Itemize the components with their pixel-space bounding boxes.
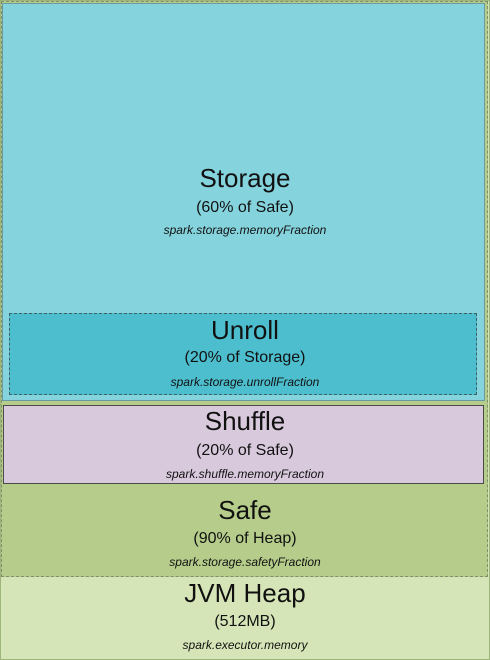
heap-size: (512MB): [214, 613, 276, 630]
shuffle-region: [3, 405, 484, 484]
unroll-region: [9, 313, 477, 395]
unroll-fraction: (20% of Storage): [184, 349, 306, 366]
safe-fraction: (90% of Heap): [193, 530, 297, 547]
shuffle-fraction: (20% of Safe): [196, 442, 294, 459]
heap-property: spark.executor.memory: [182, 638, 308, 652]
storage-property: spark.storage.memoryFraction: [163, 223, 327, 237]
unroll-title: Unroll: [211, 315, 279, 345]
storage-title: Storage: [199, 163, 291, 193]
safe-property: spark.storage.safetyFraction: [169, 555, 321, 569]
heap-title: JVM Heap: [184, 578, 306, 608]
storage-fraction: (60% of Safe): [196, 199, 294, 216]
unroll-property: spark.storage.unrollFraction: [170, 375, 320, 389]
shuffle-title: Shuffle: [204, 406, 286, 436]
safe-title: Safe: [218, 495, 272, 525]
shuffle-property: spark.shuffle.memoryFraction: [165, 467, 325, 481]
